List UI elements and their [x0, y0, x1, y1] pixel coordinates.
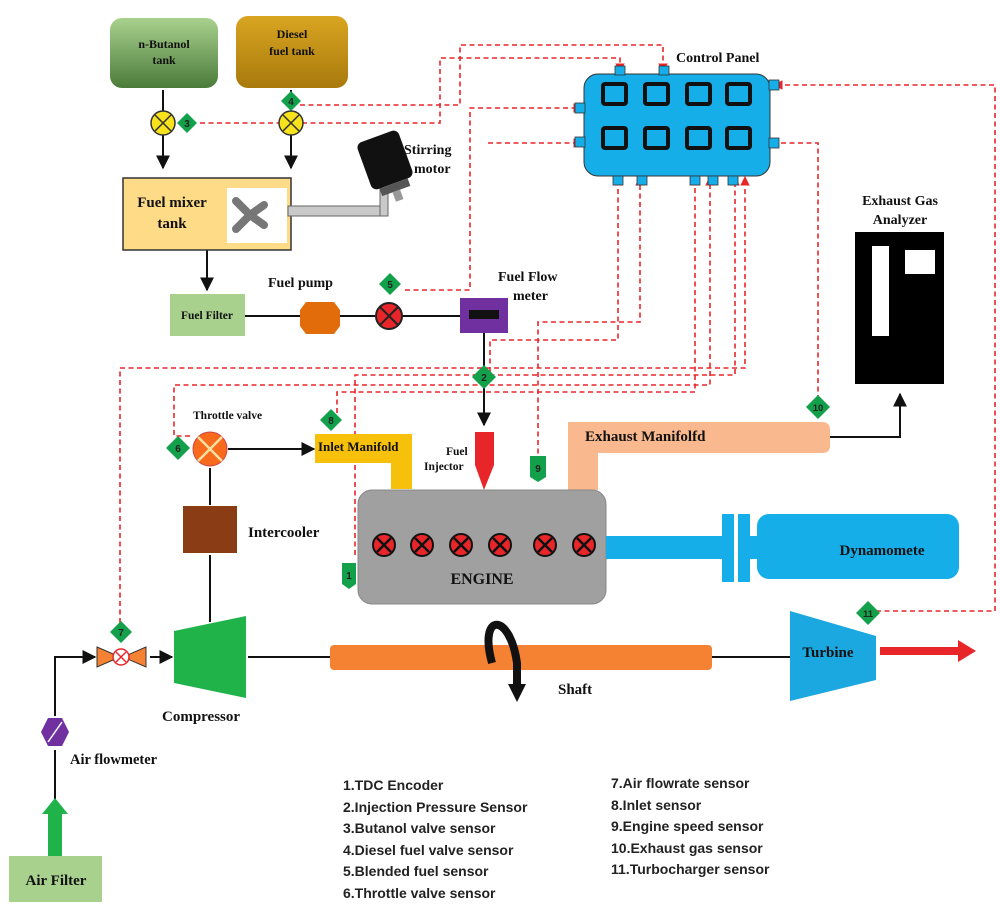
- exhaust-manifold-label: Exhaust Manifolfd: [585, 429, 706, 445]
- sensor-11: 11: [856, 601, 880, 625]
- fuel-mixer-label-1: Fuel mixer: [137, 195, 207, 211]
- air-flowmeter-icon: [41, 718, 69, 746]
- sensor-5: 5: [379, 273, 401, 295]
- svg-text:9: 9: [535, 464, 541, 475]
- svg-text:7: 7: [118, 628, 124, 639]
- fuel-flow-meter-label-1: Fuel Flow: [498, 270, 558, 285]
- svg-text:10: 10: [813, 403, 824, 414]
- engine: ENGINE: [358, 490, 606, 604]
- control-panel: [575, 66, 779, 185]
- fuel-filter: Fuel Filter: [170, 294, 245, 336]
- control-panel-label: Control Panel: [676, 51, 759, 66]
- legend-item: 2.Injection Pressure Sensor: [343, 797, 527, 819]
- intercooler-label: Intercooler: [248, 525, 320, 541]
- legend-right: 7.Air flowrate sensor 8.Inlet sensor 9.E…: [611, 773, 769, 881]
- stirring-motor-label-1: Stirring: [404, 143, 451, 158]
- air-inflow-arrow-icon: [42, 798, 68, 857]
- dynamometer: Dynamomete: [757, 514, 959, 579]
- exhaust-manifold: Exhaust Manifolfd: [568, 422, 830, 490]
- throttle-valve: [193, 432, 227, 466]
- legend-item: 10.Exhaust gas sensor: [611, 838, 769, 860]
- intercooler: [183, 506, 237, 553]
- svg-text:6: 6: [175, 444, 181, 455]
- stirring-motor-label-2: motor: [414, 162, 451, 177]
- exhaust-analyzer-label-2: Analyzer: [873, 213, 927, 228]
- fuel-pump: [300, 302, 340, 334]
- fuel-mixer-tank: Fuel mixer tank: [123, 178, 291, 250]
- dynamometer-label: Dynamomete: [840, 543, 925, 559]
- legend-item: 8.Inlet sensor: [611, 795, 769, 817]
- sensor-4: 4: [281, 91, 301, 111]
- legend-item: 3.Butanol valve sensor: [343, 818, 527, 840]
- svg-text:4: 4: [288, 97, 294, 108]
- sensor-3: 3: [177, 113, 197, 133]
- exhaust-gas-analyzer: [855, 232, 944, 384]
- sensor-7: 7: [110, 621, 132, 643]
- shaft-label: Shaft: [558, 682, 592, 698]
- svg-text:3: 3: [184, 119, 190, 130]
- legend-left: 1.TDC Encoder 2.Injection Pressure Senso…: [343, 775, 527, 904]
- stirring-shaft: [288, 206, 386, 216]
- legend-item: 6.Throttle valve sensor: [343, 883, 527, 904]
- exhaust-analyzer-label-1: Exhaust Gas: [862, 194, 938, 209]
- butanol-valve: [151, 111, 175, 135]
- fuel-pump-label: Fuel pump: [268, 276, 333, 291]
- air-flowmeter-label: Air flowmeter: [70, 752, 158, 768]
- fuel-filter-label: Fuel Filter: [181, 310, 233, 322]
- svg-text:1: 1: [346, 571, 352, 582]
- compressor: [174, 616, 246, 698]
- engine-label: ENGINE: [450, 571, 513, 588]
- throttle-valve-label: Throttle valve: [193, 410, 262, 422]
- exhaust-outlet-arrow-icon: [880, 640, 976, 662]
- legend-item: 9.Engine speed sensor: [611, 816, 769, 838]
- inlet-manifold-label: Inlet Manifold: [318, 439, 399, 454]
- legend-item: 7.Air flowrate sensor: [611, 773, 769, 795]
- sensor-8: 8: [320, 409, 342, 431]
- legend-item: 11.Turbocharger sensor: [611, 859, 769, 881]
- svg-text:11: 11: [863, 609, 874, 620]
- svg-text:8: 8: [328, 416, 334, 427]
- sensor-9: 9: [530, 456, 546, 482]
- turbine: Turbine: [790, 611, 876, 701]
- turbine-label: Turbine: [802, 645, 853, 661]
- air-filter-label: Air Filter: [26, 873, 87, 889]
- blended-fuel-valve: [376, 303, 402, 329]
- fuel-injector-label-2: Injector: [424, 461, 464, 473]
- sensor-1: 1: [342, 563, 356, 589]
- svg-text:5: 5: [387, 280, 393, 291]
- diesel-tank-label-2: fuel tank: [269, 44, 315, 58]
- legend-item: 4.Diesel fuel valve sensor: [343, 840, 527, 862]
- diesel-valve: [279, 111, 303, 135]
- inlet-manifold: Inlet Manifold: [315, 434, 412, 489]
- diesel-tank-label-1: Diesel: [277, 27, 308, 41]
- fuel-injector: [475, 432, 494, 490]
- sensor-6: 6: [166, 436, 190, 460]
- fuel-injector-label-1: Fuel: [446, 446, 468, 458]
- air-flowrate-valve: [97, 647, 146, 667]
- fuel-flow-meter: [460, 298, 508, 333]
- legend-item: 5.Blended fuel sensor: [343, 861, 527, 883]
- diesel-tank: Diesel fuel tank: [236, 16, 348, 88]
- sensor-10: 10: [806, 395, 830, 419]
- fuel-flow-meter-label-2: meter: [513, 289, 548, 304]
- svg-text:2: 2: [481, 373, 487, 384]
- fuel-mixer-label-2: tank: [157, 216, 187, 232]
- compressor-label: Compressor: [162, 709, 240, 725]
- legend-item: 1.TDC Encoder: [343, 775, 527, 797]
- air-filter: Air Filter: [9, 856, 102, 902]
